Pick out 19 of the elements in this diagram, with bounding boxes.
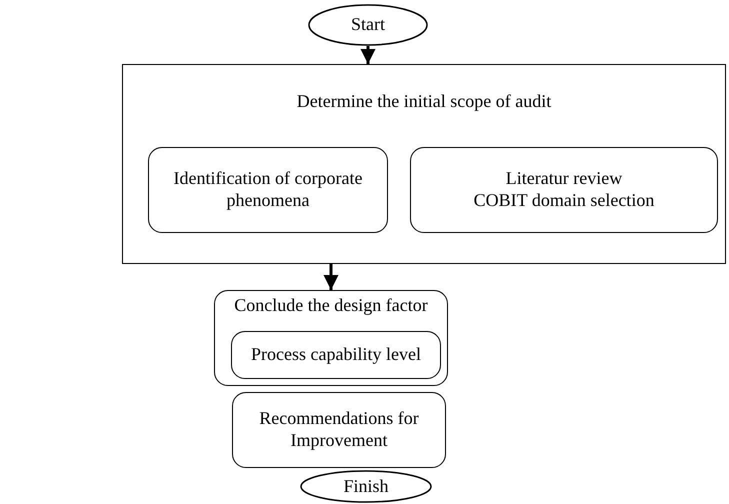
- arrow: [324, 264, 338, 290]
- step-text: Literatur review: [506, 168, 622, 190]
- process-box: [148, 147, 388, 233]
- panel-heading: Conclude the design factor: [234, 294, 428, 317]
- scope-panel: [122, 64, 726, 264]
- step-text: COBIT domain selection: [474, 190, 654, 212]
- step-text: Start: [351, 14, 385, 36]
- step-text: Identification of corporate phenomena: [172, 168, 364, 212]
- arrow: [360, 46, 376, 64]
- process-box: [410, 147, 718, 233]
- terminal-ellipse: [300, 470, 432, 503]
- process-box: [214, 290, 448, 386]
- step-text: Recommendations for Improvement: [258, 408, 420, 452]
- step-text: Finish: [343, 476, 389, 498]
- terminal-ellipse: [308, 4, 428, 46]
- process-box: [231, 331, 441, 379]
- process-box: [232, 392, 446, 468]
- panel-heading: Determine the initial scope of audit: [296, 90, 552, 113]
- step-text: Process capability level: [251, 344, 421, 366]
